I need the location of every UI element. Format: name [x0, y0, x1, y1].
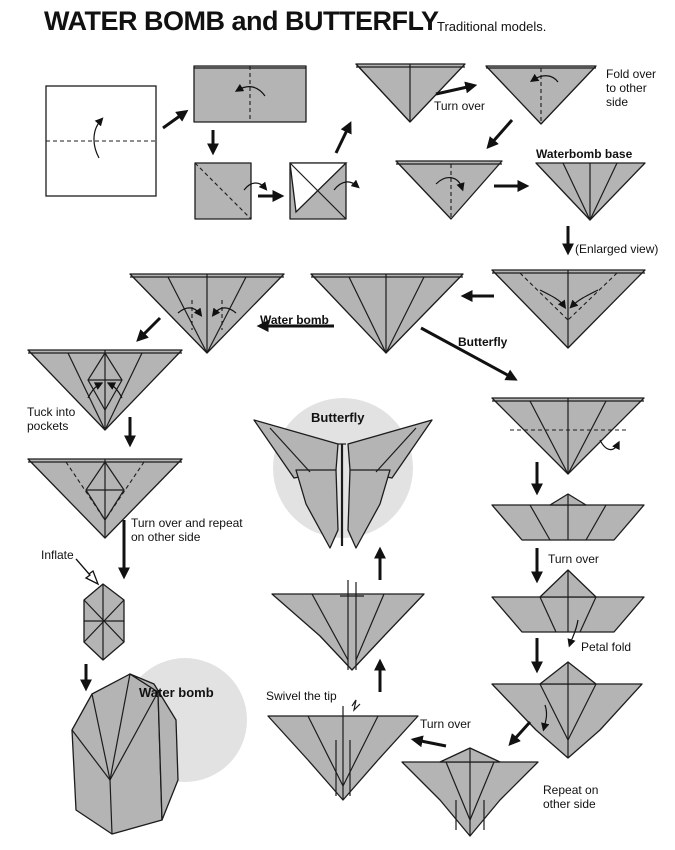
- label-swivel-tip: Swivel the tip: [266, 689, 337, 703]
- label-petal-fold: Petal fold: [581, 640, 632, 654]
- flow-arrow: [508, 720, 532, 747]
- step-butterfly-shaped: [271, 580, 425, 671]
- flow-arrow: [162, 109, 189, 130]
- label-enlarged-view: (Enlarged view): [575, 242, 659, 256]
- label-repeat-other-side: Repeat on other side: [543, 783, 599, 811]
- label-water-bomb-result: Water bomb: [139, 685, 214, 700]
- step-small-square: [194, 162, 268, 220]
- step-petal-fold: [491, 661, 643, 759]
- label-inflate: Inflate: [41, 548, 74, 562]
- page-subtitle: Traditional models.: [437, 19, 547, 34]
- step-tuck-pockets: [27, 349, 183, 431]
- result-water-bomb: [71, 658, 247, 835]
- label-turn-over-3: Turn over: [420, 717, 471, 731]
- label-water-bomb-branch: Water bomb: [260, 313, 329, 327]
- step-butterfly-2: [491, 493, 645, 541]
- label-waterbomb-base: Waterbomb base: [536, 147, 633, 161]
- step-swivel-tip: [267, 699, 419, 801]
- flow-arrow: [136, 316, 162, 342]
- label-butterfly-result: Butterfly: [311, 410, 365, 425]
- label-turn-over-1: Turn over: [434, 99, 485, 113]
- flow-arrow: [410, 735, 447, 748]
- flow-arrow: [420, 326, 518, 381]
- step-kite-folded: [310, 273, 464, 354]
- step-diagonal-fold: [289, 162, 360, 220]
- step-butterfly-1: [491, 397, 645, 475]
- step-repeat-other-side: [401, 747, 539, 837]
- step-folded-rectangle: [193, 65, 307, 123]
- step-waterbomb-base: [535, 162, 646, 221]
- label-fold-over: Fold over to other side: [606, 67, 657, 109]
- step-triangle-2: [485, 65, 597, 125]
- label-turn-over-repeat: Turn over and repeat on other side: [131, 516, 243, 544]
- flow-arrow: [486, 119, 514, 150]
- label-tuck-into-pockets: Tuck into pockets: [27, 405, 76, 433]
- step-butterfly-turned: [491, 569, 645, 648]
- label-turn-over-2: Turn over: [548, 552, 599, 566]
- step-square-paper: [45, 85, 157, 197]
- step-turn-over-repeat: [27, 458, 183, 539]
- step-waterbomb-flaps: [129, 273, 285, 354]
- flow-arrow: [435, 81, 478, 96]
- step-enlarged-base: [491, 269, 646, 349]
- page-title: WATER BOMB and BUTTERFLY: [44, 6, 439, 36]
- step-inflate: [75, 558, 125, 661]
- flow-arrow: [334, 121, 352, 154]
- step-triangle-3: [395, 160, 503, 220]
- result-butterfly: [253, 398, 433, 549]
- label-butterfly-branch: Butterfly: [458, 335, 508, 349]
